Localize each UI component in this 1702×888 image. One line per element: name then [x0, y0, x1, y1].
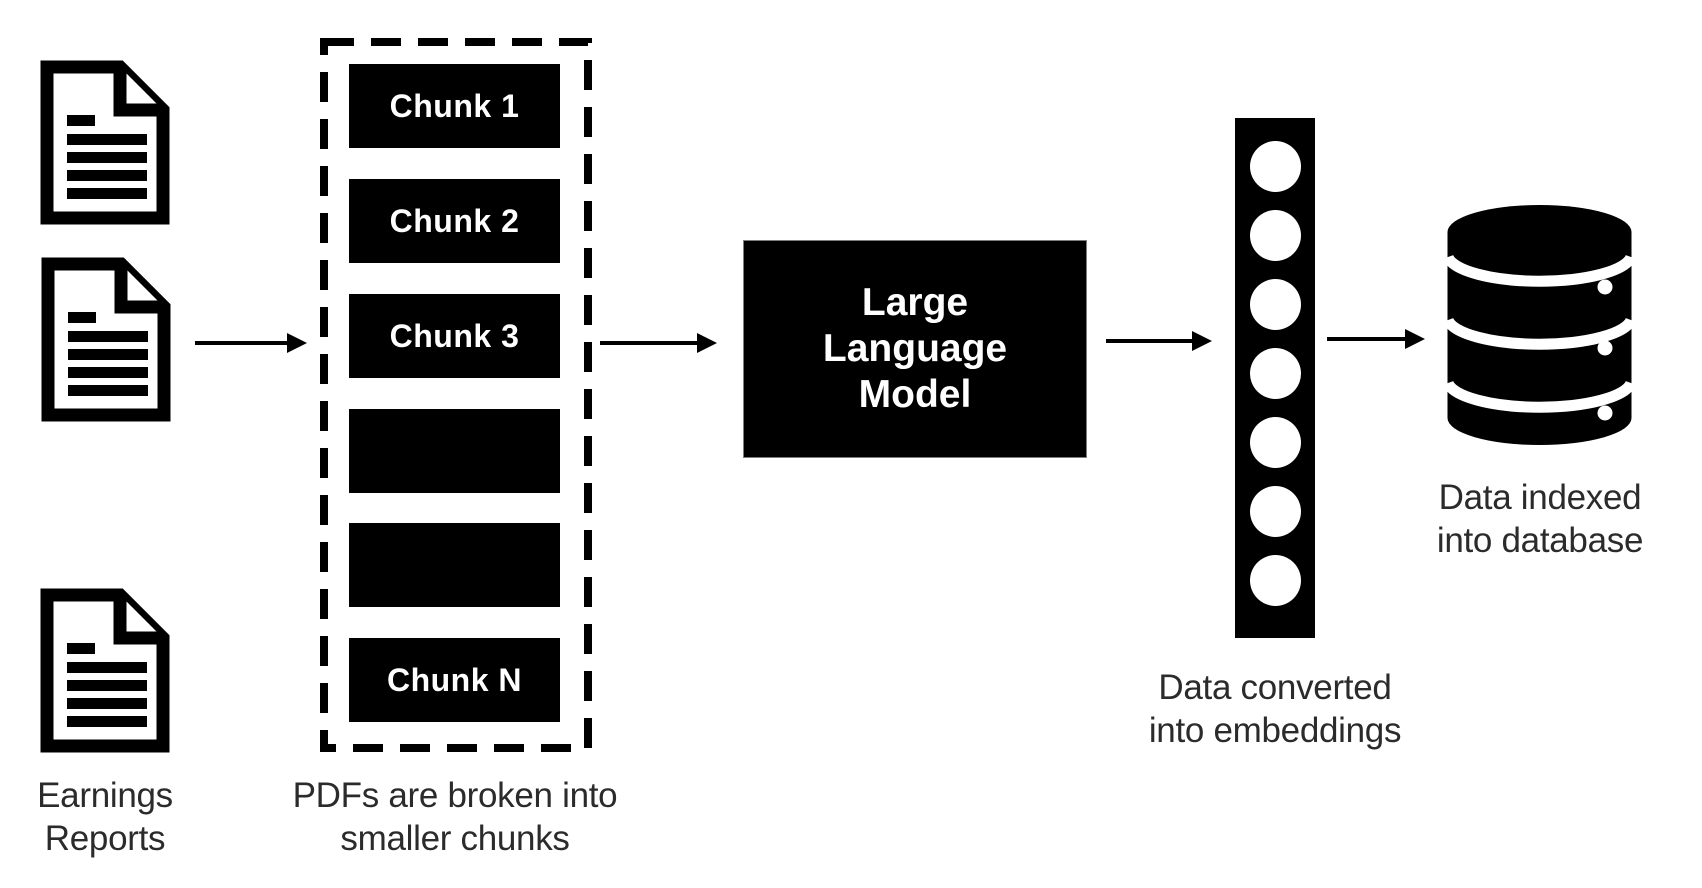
embedding-node	[1249, 486, 1301, 537]
document-icon	[40, 588, 170, 753]
llm-box: Large Language Model	[743, 240, 1087, 458]
database-caption-line2: into database	[1436, 521, 1644, 560]
embedding-node	[1249, 210, 1301, 261]
chunk-box-4	[349, 409, 560, 493]
sources-caption: Earnings Reports	[5, 774, 205, 860]
embedding-node	[1249, 141, 1301, 192]
embedding-node	[1249, 348, 1301, 399]
embedding-node	[1249, 555, 1301, 606]
chunk-box-5	[349, 523, 560, 607]
chunk-panel-caption-line1: PDFs are broken into	[292, 776, 618, 815]
arrow-documents-to-chunks	[195, 333, 307, 353]
chunk-panel-caption: PDFs are broken into smaller chunks	[255, 774, 655, 860]
chunk-box-2: Chunk 2	[349, 179, 560, 263]
document-icon	[41, 257, 171, 422]
database-caption-line1: Data indexed	[1438, 478, 1642, 517]
embedding-node	[1249, 279, 1301, 330]
llm-label-line2: Language	[822, 327, 1008, 370]
arrow-chunks-to-llm	[600, 333, 717, 353]
embedding-node	[1249, 417, 1301, 468]
embeddings-caption-line2: into embeddings	[1148, 711, 1402, 750]
embeddings-caption-line1: Data converted	[1158, 668, 1392, 707]
chunk-box-1: Chunk 1	[349, 64, 560, 148]
sources-caption-line1: Earnings	[37, 776, 173, 815]
chunk-panel-caption-line2: smaller chunks	[340, 819, 570, 858]
llm-label-line3: Model	[858, 373, 972, 416]
sources-caption-line2: Reports	[44, 819, 166, 858]
database-icon	[1442, 205, 1637, 445]
chunk-panel-dashed-border	[320, 38, 592, 752]
embedding-vector-icon	[1235, 118, 1315, 638]
chunk-box-6: Chunk N	[349, 638, 560, 722]
embeddings-caption: Data converted into embeddings	[1075, 666, 1475, 752]
arrow-llm-to-embeddings	[1106, 331, 1212, 351]
llm-label-line1: Large	[861, 281, 969, 324]
document-icon	[40, 60, 170, 225]
chunk-box-3: Chunk 3	[349, 294, 560, 378]
database-caption: Data indexed into database	[1390, 476, 1690, 562]
arrow-embeddings-to-database	[1327, 329, 1425, 349]
